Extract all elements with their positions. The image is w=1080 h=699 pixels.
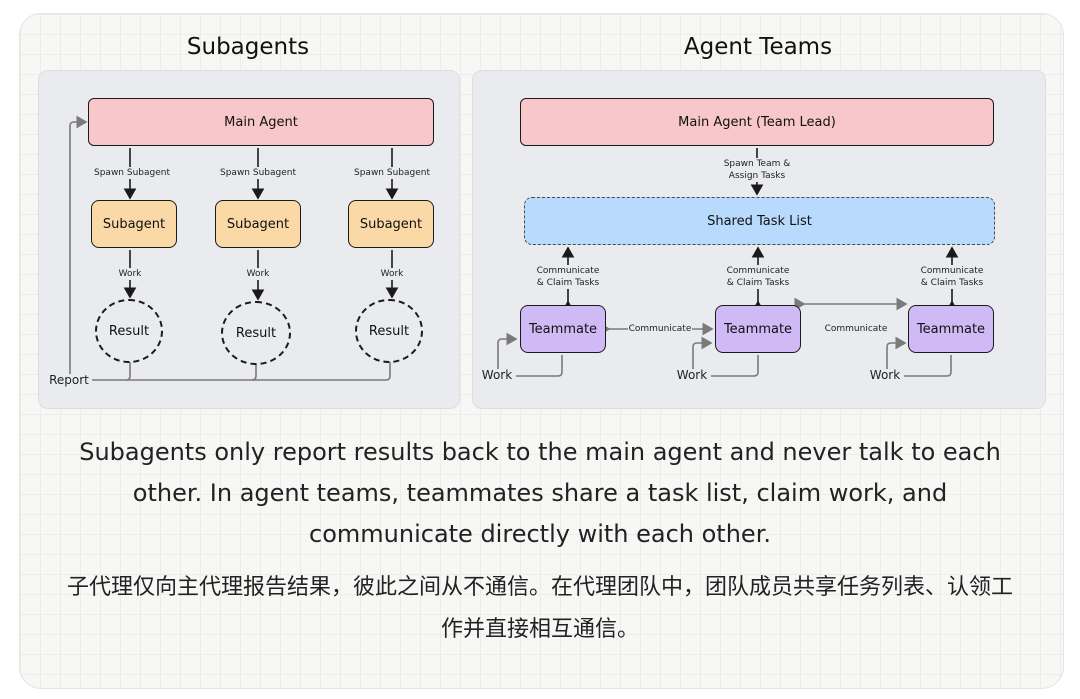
agent-teams-title: Agent Teams: [683, 34, 833, 60]
result-label: Result: [108, 323, 150, 339]
communicate-claim-line2: & Claim Tasks: [920, 278, 984, 288]
communicate-claim-label-3: Communicate & Claim Tasks: [912, 265, 992, 289]
work-label-2: Work: [238, 268, 278, 280]
communicate-claim-line1: Communicate: [920, 266, 984, 276]
teammate-box-1: Teammate: [520, 305, 606, 353]
communicate-claim-line1: Communicate: [726, 266, 790, 276]
caption-chinese: 子代理仅向主代理报告结果，彼此之间从不通信。在代理团队中，团队成员共享任务列表、…: [66, 575, 1013, 642]
teammate-label: Teammate: [723, 321, 793, 337]
result-label: Result: [235, 325, 277, 341]
communicate-label-2: Communicate: [824, 323, 888, 335]
shared-task-list-box: Shared Task List: [524, 197, 995, 245]
teammate-label: Teammate: [528, 321, 598, 337]
teammate-box-2: Teammate: [715, 305, 801, 353]
communicate-claim-line2: & Claim Tasks: [536, 278, 600, 288]
spawn-subagent-label-1: Spawn Subagent: [92, 167, 172, 179]
shared-task-list-label: Shared Task List: [707, 213, 812, 229]
result-circle-3: Result: [355, 299, 423, 363]
subagent-label: Subagent: [226, 216, 290, 232]
teammate-box-3: Teammate: [908, 305, 994, 353]
subagents-title: Subagents: [186, 34, 310, 60]
subagent-label: Subagent: [102, 216, 166, 232]
work-label-1: Work: [110, 268, 150, 280]
main-agent-box: Main Agent: [88, 98, 434, 146]
communicate-claim-label-1: Communicate & Claim Tasks: [528, 265, 608, 289]
teammate-label: Teammate: [916, 321, 986, 337]
communicate-claim-line1: Communicate: [536, 266, 600, 276]
result-circle-1: Result: [95, 299, 163, 363]
communicate-claim-label-2: Communicate & Claim Tasks: [718, 265, 798, 289]
work-label-teammate-2: Work: [673, 369, 711, 381]
spawn-team-label-line2: Assign Tasks: [728, 171, 786, 181]
work-label-teammate-3: Work: [866, 369, 904, 381]
result-circle-2: Result: [221, 301, 291, 365]
subagent-box-3: Subagent: [348, 200, 434, 248]
subagent-box-1: Subagent: [91, 200, 177, 248]
main-agent-label: Main Agent: [224, 114, 298, 130]
work-label-3: Work: [372, 268, 412, 280]
spawn-team-label-line1: Spawn Team &: [723, 159, 791, 169]
subagent-label: Subagent: [359, 216, 423, 232]
communicate-claim-line2: & Claim Tasks: [726, 278, 790, 288]
communicate-label-1: Communicate: [628, 323, 692, 335]
team-lead-label: Main Agent (Team Lead): [678, 114, 836, 130]
spawn-team-label: Spawn Team & Assign Tasks: [712, 158, 802, 182]
spawn-subagent-label-3: Spawn Subagent: [352, 167, 432, 179]
team-lead-box: Main Agent (Team Lead): [520, 98, 994, 146]
caption-english: Subagents only report results back to th…: [79, 438, 1001, 548]
report-label: Report: [46, 374, 92, 386]
result-label: Result: [368, 323, 410, 339]
work-label-teammate-1: Work: [478, 369, 516, 381]
spawn-subagent-label-2: Spawn Subagent: [218, 167, 298, 179]
subagent-box-2: Subagent: [215, 200, 301, 248]
